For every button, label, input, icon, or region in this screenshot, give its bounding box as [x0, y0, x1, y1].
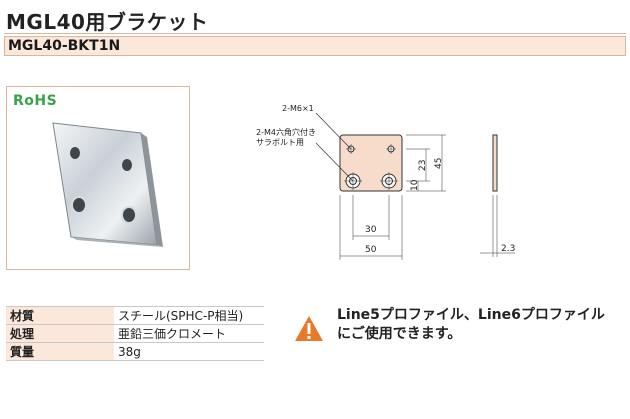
spec-label-mass: 質量 [6, 342, 114, 361]
model-bar: MGL40-BKT1N [4, 36, 626, 56]
dim-23: 23 [418, 160, 428, 171]
usage-note-line2: にご使用できます。 [337, 326, 462, 342]
rohs-logo: RoHS [13, 93, 58, 109]
bracket-photo [52, 122, 163, 247]
spec-value-material: スチール(SPHC-P相当) [114, 306, 264, 325]
dim-50: 50 [365, 245, 377, 255]
dim-30: 30 [365, 225, 377, 235]
usage-note-line1: Line5プロファイル、Line6プロファイル [337, 307, 605, 323]
title-divider [4, 33, 626, 34]
spec-value-treatment: 亜鉛三価クロメート [114, 324, 264, 343]
spec-row-mass: 質量 38g [6, 342, 264, 361]
dimension-drawing: 2-M6×1 2-M4六角穴付き サラボルト用 30 50 10 23 45 2… [256, 104, 515, 260]
dim-45: 45 [434, 158, 444, 169]
dim-10: 10 [410, 179, 420, 191]
spec-label-material: 材質 [6, 306, 114, 325]
product-photo-box: RoHS [6, 86, 190, 270]
warning-icon [295, 316, 323, 341]
spec-label-treatment: 処理 [6, 324, 114, 343]
spec-row-treatment: 処理 亜鉛三価クロメート [6, 324, 264, 343]
callout-bolt-line1: 2-M4六角穴付き [256, 127, 316, 137]
page-title: MGL40用ブラケット [6, 10, 209, 34]
callout-hole: 2-M6×1 [282, 104, 314, 113]
callout-bolt-line2: サラボルト用 [256, 138, 304, 147]
spec-table: 材質 スチール(SPHC-P相当) 処理 亜鉛三価クロメート 質量 38g [6, 306, 264, 361]
model-number: MGL40-BKT1N [8, 38, 121, 54]
spec-value-mass: 38g [114, 342, 264, 361]
dim-thickness: 2.3 [501, 244, 515, 254]
usage-note: Line5プロファイル、Line6プロファイル にご使用できます。 [337, 306, 605, 344]
spec-row-material: 材質 スチール(SPHC-P相当) [6, 306, 264, 325]
